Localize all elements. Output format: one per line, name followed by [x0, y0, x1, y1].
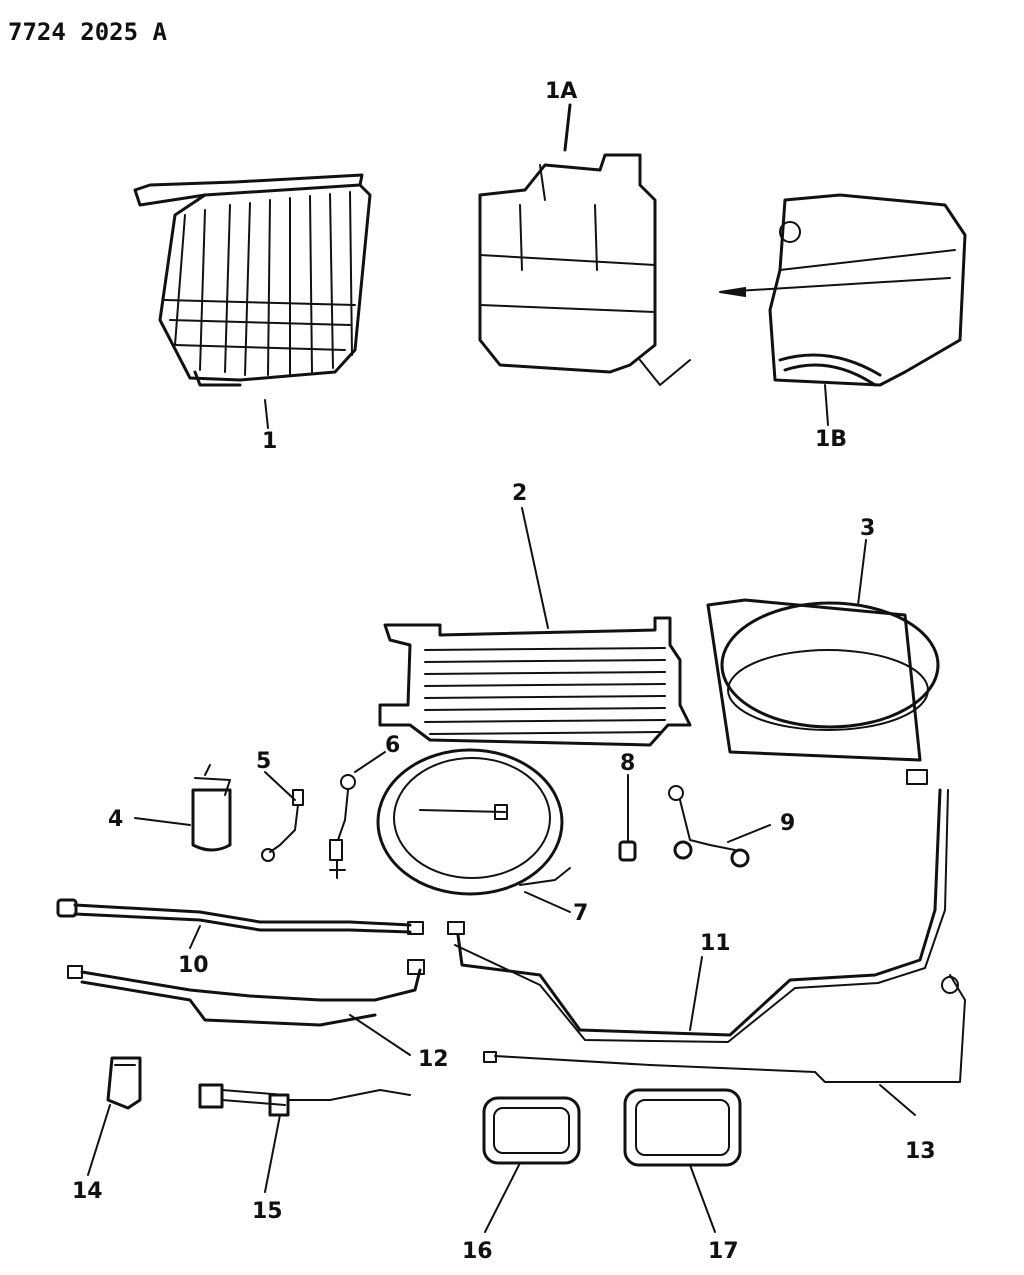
part-12-hose	[67, 959, 425, 1027]
leader-7	[524, 891, 571, 913]
leader-4	[134, 817, 191, 826]
callout-16: 16	[462, 1239, 493, 1264]
callout-14: 14	[72, 1179, 103, 1204]
callout-2: 2	[512, 481, 527, 506]
callout-11: 11	[700, 931, 731, 956]
leader-1b	[824, 384, 829, 426]
callout-3: 3	[860, 516, 875, 541]
callout-1a: 1A	[545, 79, 577, 104]
part-2-condenser	[378, 616, 692, 747]
leader-3	[857, 539, 867, 606]
part-3-fan-shroud	[706, 598, 940, 762]
part-10-hose	[56, 898, 424, 935]
part-11-line	[447, 769, 949, 1043]
part-14-relay	[106, 1056, 142, 1110]
part-1a-housing	[478, 103, 691, 386]
leader-6	[354, 751, 386, 773]
callout-12: 12	[418, 1047, 449, 1072]
callout-6: 6	[385, 733, 400, 758]
callout-7: 7	[573, 901, 588, 926]
leader-10	[189, 925, 201, 949]
part-9-jumper	[668, 785, 750, 868]
part-6-switch-harness	[329, 774, 356, 879]
leader-15	[264, 1114, 281, 1193]
leader-16	[484, 1162, 521, 1233]
callout-5: 5	[256, 749, 271, 774]
callout-1: 1	[262, 429, 277, 454]
callout-10: 10	[178, 953, 209, 978]
callout-8: 8	[620, 751, 635, 776]
callout-15: 15	[252, 1199, 283, 1224]
part-15-harness	[198, 1083, 411, 1117]
part-1b-housing	[719, 193, 967, 387]
callout-9: 9	[780, 811, 795, 836]
callout-17: 17	[708, 1239, 739, 1264]
leader-2	[521, 507, 549, 629]
leader-17	[689, 1164, 716, 1233]
part-16-seal	[482, 1096, 581, 1165]
part-8-plug	[618, 840, 637, 862]
part-5-pigtail	[261, 789, 304, 862]
leader-14	[87, 1104, 111, 1176]
document-id: 7724 2025 A	[8, 18, 167, 46]
part-7-harness-coil	[376, 748, 571, 896]
callout-1b: 1B	[815, 427, 847, 452]
leader-9	[727, 824, 771, 843]
callout-13: 13	[905, 1139, 936, 1164]
leader-1	[264, 399, 269, 429]
part-4-receiver-drier	[191, 764, 232, 852]
part-17-seal	[623, 1088, 742, 1167]
leader-13	[879, 1084, 916, 1116]
part-13-line	[483, 974, 966, 1083]
part-1-evaporator-core	[133, 173, 372, 387]
callout-4: 4	[108, 807, 123, 832]
leader-12	[349, 1014, 411, 1056]
leader-5	[264, 771, 296, 801]
leader-11	[689, 956, 703, 1031]
